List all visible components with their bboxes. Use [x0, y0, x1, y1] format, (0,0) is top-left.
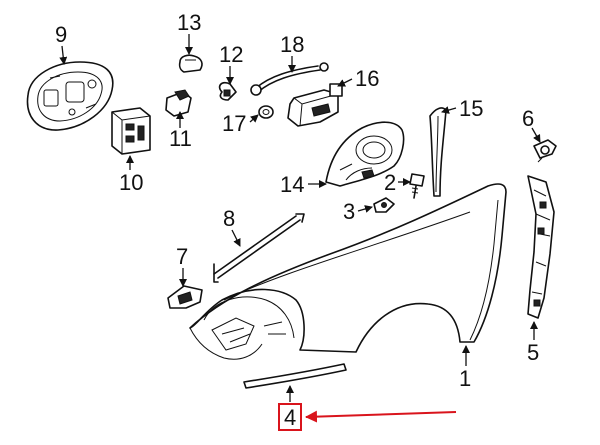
part-17-grommet [258, 105, 274, 119]
callout-11: 11 [169, 126, 192, 151]
callout-15: 15 [459, 96, 483, 121]
part-6-push-pin [533, 139, 557, 163]
part-13-bumper [178, 54, 203, 73]
part-5-fender-brace [527, 175, 555, 319]
leader-17 [249, 114, 259, 123]
highlight-arrow [305, 410, 457, 423]
callout-16: 16 [355, 66, 379, 91]
leader-9 [59, 45, 68, 65]
callout-8: 8 [223, 206, 235, 231]
leader-lines [59, 34, 541, 402]
part-7-lower-bracket [167, 285, 203, 309]
callout-7: 7 [176, 244, 188, 269]
callout-5: 5 [527, 340, 539, 365]
callout-1: 1 [459, 366, 471, 391]
leader-8 [231, 229, 241, 247]
callout-9: 9 [55, 22, 67, 47]
part-3-nut [373, 197, 395, 213]
part-16-actuator [287, 83, 343, 127]
callout-6: 6 [522, 106, 534, 131]
callout-10: 10 [119, 170, 143, 195]
callout-labels: 9 13 12 11 10 18 17 16 15 14 2 3 6 8 7 5… [55, 10, 539, 391]
part-18-release-cable [250, 62, 329, 96]
part-2-bolt [409, 173, 425, 199]
part-15-seal-strip [429, 107, 447, 197]
leader-6 [531, 127, 541, 143]
leader-15 [441, 106, 457, 114]
part-10-bracket [111, 107, 151, 155]
part-8-support-rail [213, 213, 305, 283]
part-11-retainer [165, 89, 192, 117]
leader-3 [357, 205, 373, 213]
callout-17: 17 [222, 111, 246, 136]
callout-3: 3 [343, 199, 355, 224]
part-14-filler-pocket [325, 121, 405, 187]
leader-16 [337, 78, 353, 87]
callout-4: 4 [284, 405, 296, 430]
callout-13: 13 [177, 10, 201, 35]
callout-2: 2 [384, 170, 396, 195]
part-12-clip [218, 81, 237, 101]
part-1-front-fender [189, 183, 507, 360]
callout-18: 18 [280, 32, 304, 57]
callout-12: 12 [219, 42, 243, 67]
highlighted-callout: 4 [278, 403, 457, 431]
callout-14: 14 [280, 172, 304, 197]
part-9-fuel-door-housing [26, 61, 114, 131]
highlight-box [278, 403, 302, 431]
part-4-wheel-molding [243, 363, 347, 389]
